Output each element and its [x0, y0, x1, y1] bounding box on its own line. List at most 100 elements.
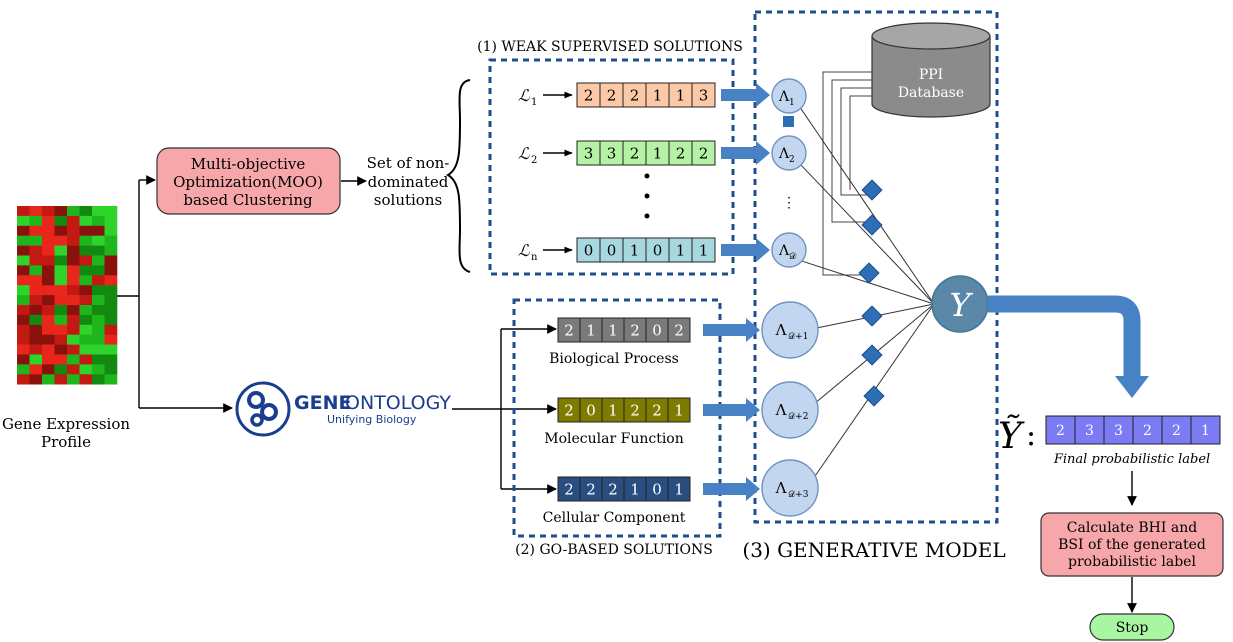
go-row-3-cell-value: 2	[586, 480, 596, 498]
heatmap-cell	[54, 206, 68, 217]
heatmap-cell	[92, 255, 105, 266]
heatmap-cell	[79, 354, 93, 365]
heatmap-cell	[92, 225, 105, 236]
heatmap-cell	[29, 324, 43, 335]
heatmap-cell	[42, 265, 55, 276]
heatmap-cell	[79, 215, 93, 227]
heatmap-cell	[79, 225, 93, 236]
heatmap-cell	[79, 295, 93, 306]
heatmap-cell	[54, 275, 68, 286]
heatmap-cell	[67, 215, 80, 227]
weak-row-3-cell-value: 0	[584, 241, 594, 259]
heatmap-cell	[79, 255, 93, 266]
weak-row-3-cell	[691, 237, 716, 263]
final-cell-value: 2	[1056, 423, 1065, 439]
moo-clustering-box: Multi-objective Optimization(MOO) based …	[156, 147, 341, 215]
node-lambda-4-sub: 𝒟+1	[788, 332, 808, 342]
heatmap-cell	[42, 206, 55, 217]
heatmap-cell	[29, 275, 43, 286]
heatmap-connectors	[117, 175, 233, 413]
heatmap-cell	[42, 324, 55, 335]
weak-ellipsis	[644, 173, 650, 219]
heatmap-cell	[29, 285, 43, 296]
input-arrows	[703, 83, 770, 501]
heatmap-cell	[104, 374, 118, 385]
heatmap-cell	[29, 215, 43, 227]
go-row-1-name: Biological Process	[549, 351, 679, 367]
nondominated-line-2: dominated	[368, 173, 449, 191]
generative-section-frame	[753, 10, 999, 524]
heatmap-cell	[17, 324, 30, 335]
go-section-title: (2) GO-BASED SOLUTIONS	[515, 542, 713, 558]
node-lambda-6-sub: 𝒟+3	[788, 490, 809, 500]
heatmap-cell	[67, 314, 80, 326]
weak-row-1-cell	[691, 82, 716, 108]
generative-title: (3) GENERATIVE MODEL	[742, 538, 1005, 562]
curly-brace	[446, 79, 471, 273]
output-node-label: Y	[949, 286, 973, 324]
go-row-3-cell-value: 1	[630, 480, 640, 498]
final-colon: :	[1026, 418, 1036, 453]
nondominated-line-1: Set of non-	[367, 154, 450, 172]
heatmap-cell	[67, 334, 80, 345]
node-lambda-1-label: Λ	[778, 89, 790, 105]
heatmap-cell	[17, 245, 30, 256]
heatmap-cell	[54, 324, 68, 335]
node-lambda-5-sub: 𝒟+2	[788, 412, 808, 422]
heatmap-cell	[104, 314, 118, 326]
go-row-2-cell-value: 2	[652, 401, 662, 419]
heatmap-cell	[79, 324, 93, 335]
heatmap-cell	[17, 265, 30, 276]
heatmap-cell	[67, 374, 80, 385]
heatmap-cell	[54, 295, 68, 306]
heatmap-cell	[29, 364, 43, 375]
heatmap-cell	[17, 255, 30, 266]
final-cell-value: 3	[1114, 423, 1123, 439]
weak-row-1-cell-value: 3	[699, 86, 709, 104]
heatmap-cell	[79, 265, 93, 276]
heatmap-cell	[42, 374, 55, 385]
stop-terminal: Stop	[1089, 613, 1175, 641]
heatmap-cell	[92, 374, 105, 385]
weak-row-3-cell-value: 0	[607, 241, 617, 259]
heatmap-cell	[92, 305, 105, 316]
go-row-2-cell-value: 1	[608, 401, 618, 419]
heatmap-cell	[104, 235, 118, 246]
heatmap-cell	[92, 245, 105, 256]
weak-row-2-sub: 2	[531, 155, 537, 166]
heatmap-cell	[17, 235, 30, 246]
go-row-3-cell-value: 2	[564, 480, 574, 498]
weak-section-title: (1) WEAK SUPERVISED SOLUTIONS	[477, 39, 743, 55]
final-cell	[1045, 415, 1076, 445]
go-connectors	[452, 324, 557, 494]
heatmap-cell	[92, 235, 105, 246]
go-section-frame	[512, 298, 722, 538]
moo-line-3: based Clustering	[183, 191, 313, 209]
weak-row-1-cell-value: 2	[584, 86, 594, 104]
heatmap-cell	[54, 245, 68, 256]
node-lambda-3-sub: 𝒟	[789, 252, 797, 262]
bhi-box: Calculate BHI and BSI of the generated p…	[1040, 512, 1224, 577]
factor-square	[783, 116, 794, 127]
go-row-2-cell	[667, 397, 691, 423]
heatmap-cell	[42, 245, 55, 256]
heatmap-cell	[42, 334, 55, 345]
heatmap-cell	[17, 334, 30, 345]
heatmap-cell	[17, 225, 30, 236]
weak-row-1-cell-value: 2	[607, 86, 617, 104]
heatmap-cell	[67, 354, 80, 365]
heatmap-cell	[17, 314, 30, 326]
nodes-ellipsis: ⋮	[782, 195, 796, 211]
heatmap-cell	[29, 344, 43, 355]
edge-line	[798, 105, 935, 305]
go-row-2-cell-value: 1	[674, 401, 684, 419]
heatmap-cell	[54, 235, 68, 246]
output-node: Y	[931, 275, 989, 333]
factor-diamond	[861, 179, 883, 201]
heatmap-cell	[92, 344, 105, 355]
weak-section-frame	[488, 58, 735, 276]
